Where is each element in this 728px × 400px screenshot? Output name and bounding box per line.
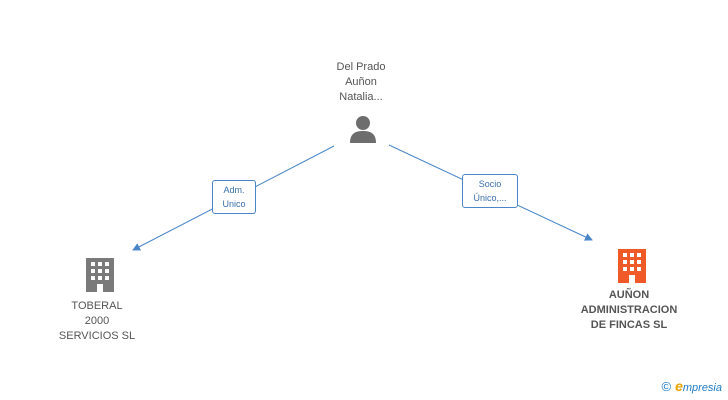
brand-initial: e <box>675 378 683 394</box>
edge-label-left[interactable]: Adm. Unico <box>212 180 256 214</box>
company-right-label[interactable]: AUÑON ADMINISTRACION DE FINCAS SL <box>580 289 678 331</box>
company-left-label[interactable]: TOBERAL 2000 SERVICIOS SL <box>58 300 136 342</box>
copyright-icon: © <box>661 379 672 394</box>
brand-logo: ©empresia <box>661 378 722 394</box>
person-icon[interactable] <box>348 114 378 144</box>
person-node-label[interactable]: Del Prado Auñon Natalia... <box>336 61 386 103</box>
edge-label-right[interactable]: Socio Único,... <box>462 174 518 208</box>
building-icon-gray[interactable] <box>86 258 114 292</box>
brand-name: mpresia <box>682 382 722 394</box>
building-icon-orange[interactable] <box>618 249 646 283</box>
